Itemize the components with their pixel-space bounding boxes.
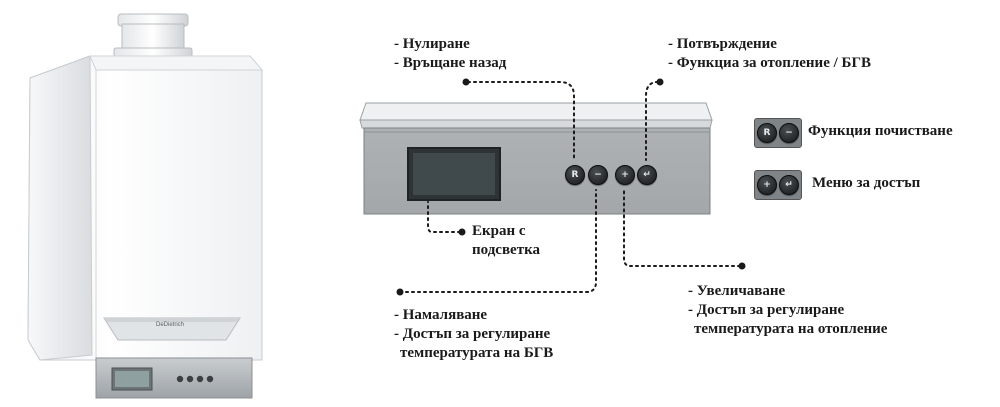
minus-button-icon[interactable]: − bbox=[588, 165, 608, 185]
boiler-control-strip bbox=[95, 357, 253, 399]
brand-text: DeDietrich bbox=[155, 322, 184, 328]
callout-line: - Увеличаване bbox=[688, 283, 786, 299]
callout-dots bbox=[396, 78, 746, 296]
callout-decrease: - Намаляване - Достъп за регулиране темп… bbox=[394, 306, 553, 363]
legend-key-icon[interactable]: − bbox=[779, 123, 799, 143]
legend-label-menu: Меню за достъп bbox=[812, 175, 921, 191]
reset-button-icon[interactable]: R bbox=[565, 165, 585, 185]
callout-line: - Връщане назад bbox=[394, 55, 507, 71]
boiler-body bbox=[27, 55, 264, 361]
callout-confirm-function: - Потвърждение - Функциа за отопление / … bbox=[668, 35, 871, 73]
callout-line: Екран с bbox=[472, 223, 526, 239]
legend-key-icon[interactable]: ↵ bbox=[779, 175, 799, 195]
callout-leaders bbox=[399, 81, 741, 293]
legend-key-icon[interactable]: + bbox=[757, 175, 777, 195]
zoomed-control-panel bbox=[359, 102, 713, 215]
boiler-brand-logo: DeDietrich bbox=[140, 322, 200, 328]
callout-line: - Достъп за регулиране bbox=[688, 302, 845, 318]
legend-label-cleaning: Функция почистване bbox=[808, 123, 953, 139]
callout-line: - Функциа за отопление / БГВ bbox=[668, 55, 871, 71]
callout-screen: Екран с подсветка bbox=[472, 222, 540, 260]
callout-reset-back: - Нулиране - Връщане назад bbox=[394, 35, 506, 73]
callout-line: температурата на отопление bbox=[694, 321, 888, 337]
callout-increase: - Увеличаване - Достъп за регулиране тем… bbox=[688, 282, 887, 339]
enter-button-icon[interactable]: ↵ bbox=[637, 165, 657, 185]
callout-line: - Потвърждение bbox=[668, 36, 777, 52]
plus-button-icon[interactable]: + bbox=[615, 165, 635, 185]
legend-key-icon[interactable]: R bbox=[757, 123, 777, 143]
flue-pipe bbox=[113, 13, 193, 59]
callout-line: - Нулиране bbox=[394, 36, 470, 52]
callout-line: - Достъп за регулиране bbox=[394, 326, 551, 342]
callout-line: температурата на БГВ bbox=[400, 345, 554, 361]
callout-line: - Намаляване bbox=[394, 307, 488, 323]
callout-line: подсветка bbox=[472, 242, 540, 258]
